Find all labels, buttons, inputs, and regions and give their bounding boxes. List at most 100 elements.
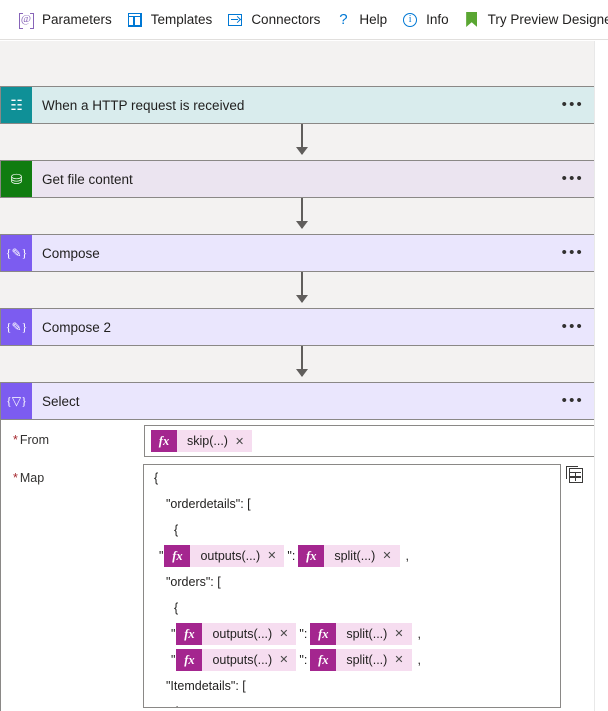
- command-parameters[interactable]: @ Parameters: [12, 5, 121, 35]
- token-label: split(...): [346, 653, 388, 667]
- command-help-label: Help: [359, 12, 388, 27]
- action-card-menu-button[interactable]: •••: [561, 96, 584, 113]
- expression-token-split[interactable]: fx split(...) ✕: [298, 545, 400, 567]
- code-line: "orderdetails": [: [166, 497, 251, 511]
- token-label: split(...): [334, 549, 376, 563]
- fx-icon: fx: [310, 649, 337, 671]
- action-card-body: Compose •••: [32, 235, 594, 271]
- command-connectors-label: Connectors: [251, 12, 321, 27]
- token-pill[interactable]: outputs(...) ✕: [190, 545, 285, 567]
- remove-token-icon[interactable]: ✕: [234, 435, 245, 448]
- command-parameters-label: Parameters: [42, 12, 112, 27]
- fx-icon: fx: [298, 545, 325, 567]
- action-card-menu-button[interactable]: •••: [561, 170, 584, 187]
- required-mark: *: [13, 433, 18, 447]
- remove-token-icon[interactable]: ✕: [394, 628, 404, 640]
- token-pill[interactable]: outputs(...) ✕: [202, 649, 297, 671]
- remove-token-icon[interactable]: ✕: [279, 654, 289, 666]
- token-label: split(...): [346, 627, 388, 641]
- trailing-comma: ,: [405, 549, 410, 563]
- connector-arrow: [296, 198, 308, 229]
- expression-token-outputs[interactable]: fx outputs(...) ✕: [164, 545, 285, 567]
- action-card-title: Get file content: [42, 171, 133, 187]
- token-pill[interactable]: split(...) ✕: [336, 623, 412, 645]
- code-line: "orders": [: [166, 575, 221, 589]
- action-card-compose-2[interactable]: {✎} Compose 2 •••: [0, 308, 594, 346]
- action-card-select[interactable]: {▽} Select •••: [0, 382, 594, 420]
- command-help[interactable]: ? Help: [329, 5, 396, 35]
- action-card-body: When a HTTP request is received •••: [32, 87, 594, 123]
- command-try-preview-designer-label: Try Preview Designer: [487, 12, 608, 27]
- action-card-title: Compose: [42, 245, 100, 261]
- sharepoint-icon: ⛁: [1, 161, 32, 197]
- token-label: outputs(...): [200, 549, 261, 563]
- canvas-scrollbar[interactable]: [594, 41, 608, 711]
- compose-icon: {✎}: [1, 309, 32, 345]
- expression-token-outputs[interactable]: fx outputs(...) ✕: [176, 649, 297, 671]
- fx-icon: fx: [176, 649, 203, 671]
- bookmark-icon: [462, 12, 482, 28]
- command-try-preview-designer[interactable]: Try Preview Designer: [458, 5, 608, 35]
- command-templates[interactable]: Templates: [121, 5, 222, 35]
- fx-icon: fx: [310, 623, 337, 645]
- remove-token-icon[interactable]: ✕: [279, 628, 289, 640]
- action-card-title: Select: [42, 393, 80, 409]
- map-editor[interactable]: { "orderdetails": [ { " fx outputs(...) …: [143, 464, 561, 708]
- command-info[interactable]: i Info: [396, 5, 458, 35]
- quote: ": [159, 549, 164, 563]
- token-pill[interactable]: skip(...) ✕: [177, 430, 253, 452]
- token-label: outputs(...): [212, 653, 273, 667]
- parameters-icon: @: [16, 12, 36, 29]
- code-line-pair: " fx outputs(...) ✕ ": fx split(...) ✕: [144, 543, 560, 569]
- field-map-label: *Map: [13, 471, 45, 485]
- help-icon: ?: [339, 11, 348, 28]
- code-line: {: [174, 523, 179, 537]
- required-mark: *: [13, 471, 18, 485]
- code-line-pair: " fx outputs(...) ✕ ": fx split(...) ✕: [144, 647, 560, 673]
- action-card-title: Compose 2: [42, 319, 112, 335]
- connector-arrow: [296, 272, 308, 303]
- expression-token-skip[interactable]: fx skip(...) ✕: [151, 430, 253, 452]
- designer-canvas[interactable]: ☷ When a HTTP request is received ••• ⛁ …: [0, 41, 594, 711]
- trailing-comma: ,: [417, 627, 422, 641]
- action-card-body: Select •••: [32, 383, 594, 419]
- action-card-when-a-http-request-is-received[interactable]: ☷ When a HTTP request is received •••: [0, 86, 594, 124]
- expression-token-split[interactable]: fx split(...) ✕: [310, 649, 412, 671]
- action-card-menu-button[interactable]: •••: [561, 392, 584, 409]
- remove-token-icon[interactable]: ✕: [382, 550, 392, 562]
- info-icon: i: [400, 12, 420, 28]
- compose-icon: {✎}: [1, 235, 32, 271]
- from-input[interactable]: fx skip(...) ✕: [144, 425, 594, 457]
- remove-token-icon[interactable]: ✕: [267, 550, 277, 562]
- command-templates-label: Templates: [150, 12, 213, 27]
- action-card-menu-button[interactable]: •••: [561, 244, 584, 261]
- quote: ": [171, 653, 176, 667]
- remove-token-icon[interactable]: ✕: [394, 654, 404, 666]
- templates-icon: [125, 12, 145, 28]
- expression-token-split[interactable]: fx split(...) ✕: [310, 623, 412, 645]
- code-line: {: [144, 699, 560, 707]
- code-line: {: [174, 601, 179, 615]
- action-card-compose[interactable]: {✎} Compose •••: [0, 234, 594, 272]
- command-bar: @ Parameters Templates Connectors ? Help…: [0, 0, 608, 40]
- code-line: "Itemdetails": [: [166, 679, 246, 693]
- action-card-menu-button[interactable]: •••: [561, 318, 584, 335]
- expression-token-outputs[interactable]: fx outputs(...) ✕: [176, 623, 297, 645]
- fx-icon: fx: [176, 623, 203, 645]
- connector-arrow: [296, 346, 308, 377]
- fx-icon: fx: [151, 430, 177, 452]
- command-connectors[interactable]: Connectors: [221, 5, 329, 35]
- table-view-icon[interactable]: [566, 466, 584, 484]
- token-pill[interactable]: outputs(...) ✕: [202, 623, 297, 645]
- pair-separator: ":: [287, 549, 296, 563]
- command-info-label: Info: [426, 12, 449, 27]
- pair-separator: ":: [299, 627, 308, 641]
- token-pill[interactable]: split(...) ✕: [324, 545, 400, 567]
- action-card-get-file-content[interactable]: ⛁ Get file content •••: [0, 160, 594, 198]
- action-card-body: Compose 2 •••: [32, 309, 594, 345]
- quote: ": [171, 627, 176, 641]
- key-value-pair: " fx outputs(...) ✕ ": fx split(...) ✕: [170, 647, 421, 673]
- field-from-label: *From: [13, 433, 50, 447]
- token-pill[interactable]: split(...) ✕: [336, 649, 412, 671]
- key-value-pair: " fx outputs(...) ✕ ": fx split(...) ✕: [158, 543, 409, 569]
